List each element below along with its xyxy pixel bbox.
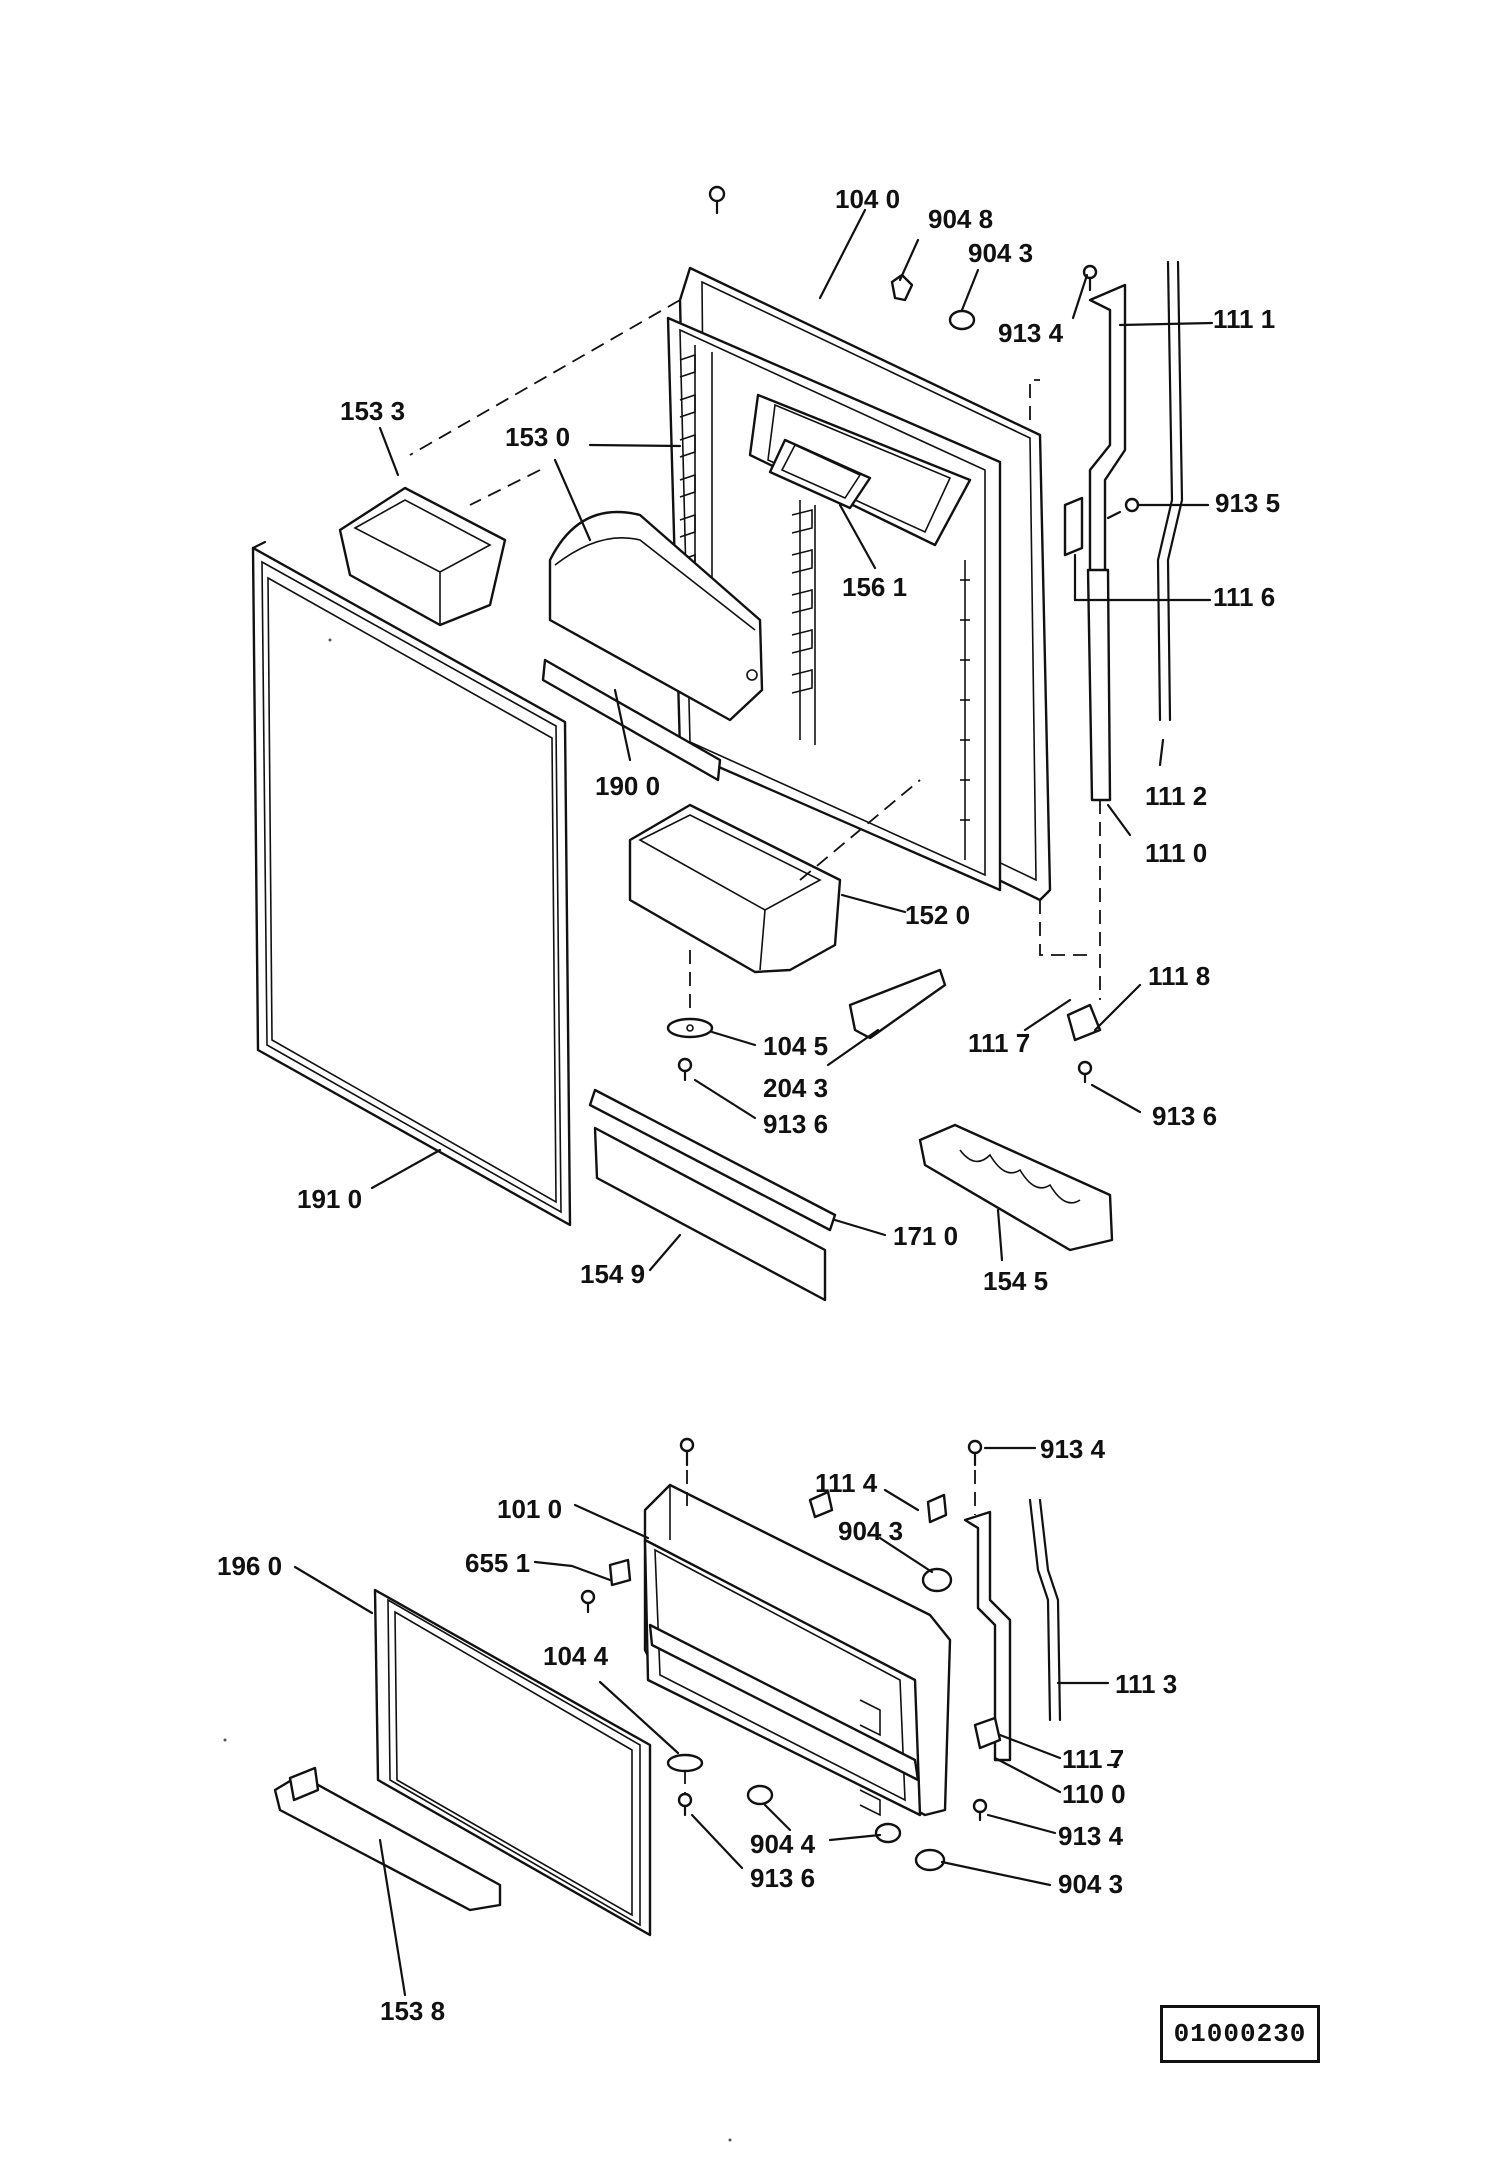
cap-icon <box>890 273 914 302</box>
callout-1117: 111 7 <box>1062 1744 1124 1774</box>
callout-9136: 913 6 <box>763 1109 828 1139</box>
callout-9134: 913 4 <box>1040 1434 1106 1464</box>
callout-1111: 111 1 <box>1213 304 1275 334</box>
callout-1110: 111 0 <box>1145 838 1207 868</box>
callout-1040: 104 0 <box>835 184 900 214</box>
hinge-part-1118 <box>1066 1003 1102 1042</box>
callout-1545: 154 5 <box>983 1266 1048 1296</box>
screw-icon <box>679 1437 695 1467</box>
callout-1561: 156 1 <box>842 572 907 602</box>
callout-1538: 153 8 <box>380 1996 445 2026</box>
callout-labels: 104 0 904 8 904 3 913 4 111 1 153 3 153 … <box>217 184 1280 2026</box>
callout-9134: 913 4 <box>998 318 1064 348</box>
callout-1117: 111 7 <box>968 1028 1030 1058</box>
screw-icon <box>677 1792 693 1817</box>
freezer-door-part-1010 <box>643 1483 952 1817</box>
screw-icon <box>580 1589 596 1614</box>
callout-1045: 104 5 <box>763 1031 828 1061</box>
cap-icon <box>948 309 976 331</box>
callout-1710: 171 0 <box>893 1221 958 1251</box>
callout-9136: 913 6 <box>750 1863 815 1893</box>
leader-lines <box>293 208 1214 1997</box>
hinge-arm-part-1100 <box>963 1510 1012 1762</box>
plate-part-1114 <box>808 1490 834 1519</box>
callout-1113: 111 3 <box>1115 1669 1177 1699</box>
screw-icon <box>972 1798 988 1822</box>
door-bin-part-1520 <box>628 803 842 974</box>
callout-1533: 153 3 <box>340 396 405 426</box>
callout-9136: 913 6 <box>1152 1101 1217 1131</box>
callout-1900: 190 0 <box>595 771 660 801</box>
trim-strip-part-1900 <box>541 658 722 782</box>
dairy-lid-part-1561 <box>768 438 872 510</box>
callout-2043: 204 3 <box>763 1073 828 1103</box>
foot-icon <box>746 1784 774 1806</box>
seal-strip-part-1113 <box>1028 1498 1062 1722</box>
callout-1549: 154 9 <box>580 1259 645 1289</box>
hinge-cover-part-2043 <box>848 968 947 1040</box>
drawing-number-box: 01000230 <box>1160 2005 1320 2063</box>
screw-icon <box>1106 497 1140 520</box>
hinge-part-1117-lower <box>973 1716 1002 1750</box>
hinge-arm-part-1111 <box>1088 283 1127 592</box>
callout-1118: 111 8 <box>1148 961 1210 991</box>
scan-specks <box>223 638 732 2142</box>
callout-1114: 111 4 <box>815 1468 878 1498</box>
callout-9044: 904 4 <box>750 1829 816 1859</box>
callout-1100: 110 0 <box>1062 1779 1126 1809</box>
callout-1530: 153 0 <box>505 422 570 452</box>
callout-6551: 655 1 <box>465 1548 530 1578</box>
screw-icon <box>677 1057 693 1082</box>
hinge-plate-icon <box>666 1753 704 1773</box>
callout-1520: 152 0 <box>905 900 970 930</box>
callout-1112: 111 2 <box>1145 781 1207 811</box>
screw-icon <box>708 185 726 215</box>
door-panel-part-1040 <box>666 266 1052 902</box>
dairy-door-part-1530 <box>548 510 764 722</box>
hinge-plate-part-1045 <box>666 1017 714 1039</box>
egg-tray-part-1545 <box>918 1123 1114 1252</box>
callout-9043: 904 3 <box>838 1516 903 1546</box>
kick-panel-part-1549 <box>593 1126 827 1302</box>
hinge-bar-part-1110 <box>1086 568 1112 802</box>
screw-icon <box>1077 1060 1093 1084</box>
foot-icon <box>874 1822 902 1844</box>
door-gasket-part-1910 <box>251 540 572 1227</box>
callout-1010: 101 0 <box>497 1494 562 1524</box>
callout-9135: 913 5 <box>1215 488 1280 518</box>
bracket-part-1116 <box>1063 496 1084 557</box>
bracket-part-1114b <box>926 1493 948 1524</box>
lower-door-assembly <box>273 1437 1062 1937</box>
callout-1960: 196 0 <box>217 1551 282 1581</box>
callout-9134: 913 4 <box>1058 1821 1124 1851</box>
seal-strip-part-1112 <box>1156 260 1184 722</box>
callout-1044: 104 4 <box>543 1641 609 1671</box>
drawing-number: 01000230 <box>1173 2019 1307 2049</box>
cap-icon <box>914 1848 946 1872</box>
callout-1116: 111 6 <box>1213 582 1275 612</box>
callout-1910: 191 0 <box>297 1184 362 1214</box>
freezer-gasket-part-1960 <box>373 1588 652 1937</box>
callout-9043: 904 3 <box>968 238 1033 268</box>
door-handle-part-1538 <box>273 1766 502 1912</box>
callout-9048: 904 8 <box>928 204 993 234</box>
door-bin-part-1533 <box>338 486 507 627</box>
clip-part-6551 <box>608 1558 632 1587</box>
callout-9043: 904 3 <box>1058 1869 1123 1899</box>
screw-icon <box>967 1439 983 1467</box>
cap-icon <box>921 1567 953 1593</box>
trim-strip-part-1710 <box>588 1088 837 1232</box>
upper-door-assembly <box>251 185 1184 1302</box>
